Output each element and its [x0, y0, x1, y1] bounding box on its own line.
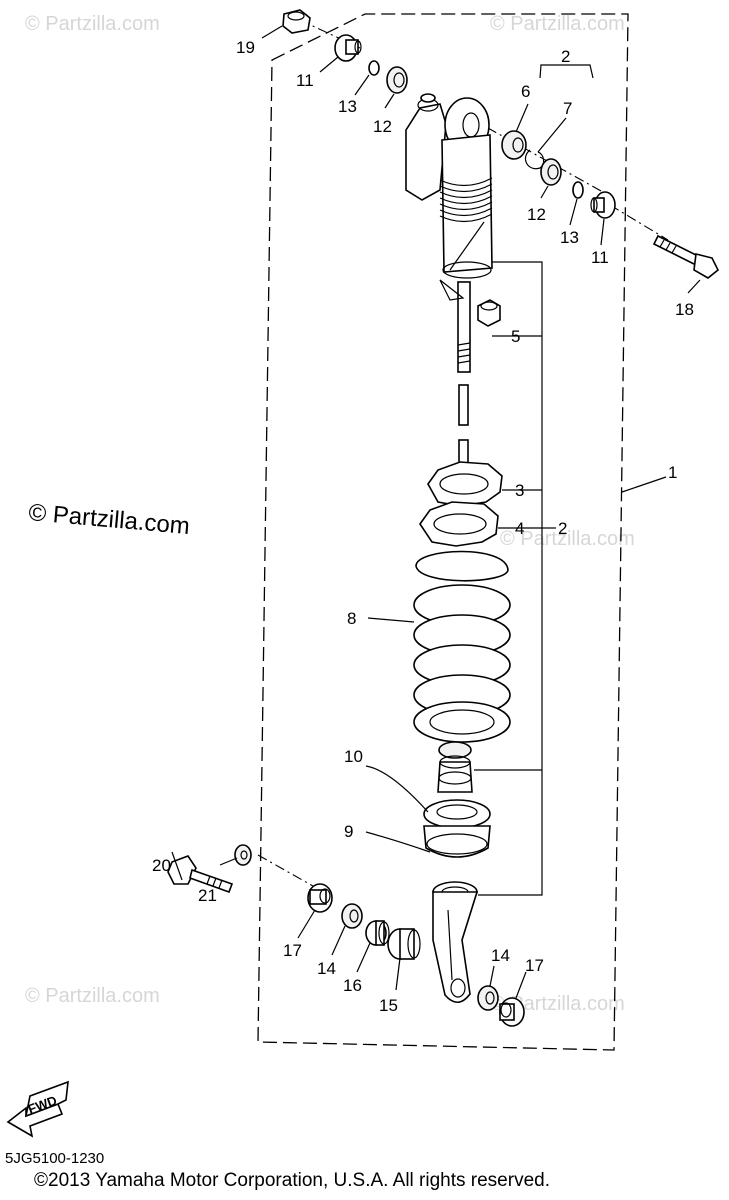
callout-11: 11: [591, 248, 609, 267]
callout-14: 14: [317, 959, 336, 978]
callout-6: 6: [521, 82, 530, 101]
watermark: © Partzilla.com: [25, 13, 160, 35]
part-18-bolt: [652, 234, 720, 279]
diagram-code: 5JG5100-1230: [5, 1150, 105, 1167]
part-13-ring-upper: [368, 60, 380, 76]
part-7-circlip: [525, 149, 545, 170]
axis-line: [257, 854, 321, 891]
callout-2: 2: [558, 519, 567, 538]
axis-line: [469, 117, 611, 197]
callout-10: 10: [344, 747, 363, 766]
callout-labels: 19 11 13 12 2 6 7 12 13 11 18 5 1 3 4 2 …: [152, 38, 694, 1015]
part-4-ring-nut: [419, 501, 499, 547]
callout-21: 21: [198, 886, 217, 905]
rod-section: [458, 384, 469, 426]
part-5-nut: [477, 299, 501, 327]
part-8-spring: [413, 550, 511, 743]
callout-17: 17: [525, 956, 544, 975]
callout-12: 12: [527, 205, 546, 224]
part-13-ring-lower: [572, 181, 584, 199]
part-12-seal-lower: [540, 158, 562, 186]
part-10-stopper: [437, 741, 473, 793]
callout-11: 11: [296, 71, 314, 90]
callout-16: 16: [343, 976, 362, 995]
shock-absorber-body: [405, 93, 493, 279]
part-17-collar-right: [499, 997, 525, 1027]
part-14-seal-right: [477, 985, 499, 1011]
callout-5: 5: [511, 327, 520, 346]
lower-clevis: [432, 881, 479, 1004]
part-21-washer: [234, 844, 252, 866]
watermark: © Partzilla.com: [500, 528, 635, 550]
part-15-bearing: [387, 928, 421, 960]
watermark: © Partzilla.com: [25, 985, 160, 1007]
part-16-bushing: [365, 920, 390, 946]
callout-7: 7: [563, 99, 572, 118]
callout-19: 19: [236, 38, 255, 57]
callout-2: 2: [561, 47, 570, 66]
part-14-seal-left: [341, 903, 363, 929]
assembly-boundary: [257, 13, 629, 1051]
part-12-seal-upper: [386, 66, 408, 94]
callout-20: 20: [152, 856, 171, 875]
callout-9: 9: [344, 822, 353, 841]
copyright-notice: ©2013 Yamaha Motor Corporation, U.S.A. A…: [34, 1170, 550, 1191]
callout-13: 13: [560, 228, 579, 247]
callout-15: 15: [379, 996, 398, 1015]
part-9-spring-seat: [423, 799, 491, 858]
damper-rod: [457, 281, 471, 373]
callout-17: 17: [283, 941, 302, 960]
fwd-arrow: FWD: [6, 1080, 69, 1138]
part-3-ring-nut: [427, 461, 503, 507]
part-11-collar-lower: [590, 191, 616, 219]
part-19-nut: [282, 9, 311, 34]
callout-12: 12: [373, 117, 392, 136]
part-17-collar-left: [307, 883, 333, 913]
watermark-large: © Partzilla.com: [27, 499, 190, 540]
part-20-bolt: [167, 855, 234, 894]
part-6-bushing: [501, 130, 527, 160]
callout-1: 1: [668, 463, 677, 482]
part-11-collar-upper: [334, 34, 362, 62]
callout-14: 14: [491, 946, 510, 965]
callout-3: 3: [515, 481, 524, 500]
callout-4: 4: [515, 519, 524, 538]
callout-8: 8: [347, 609, 356, 628]
watermark: © Partzilla.com: [490, 13, 625, 35]
leader-lines: [171, 25, 701, 999]
callout-13: 13: [338, 97, 357, 116]
axis-line: [609, 204, 669, 241]
callout-18: 18: [675, 300, 694, 319]
